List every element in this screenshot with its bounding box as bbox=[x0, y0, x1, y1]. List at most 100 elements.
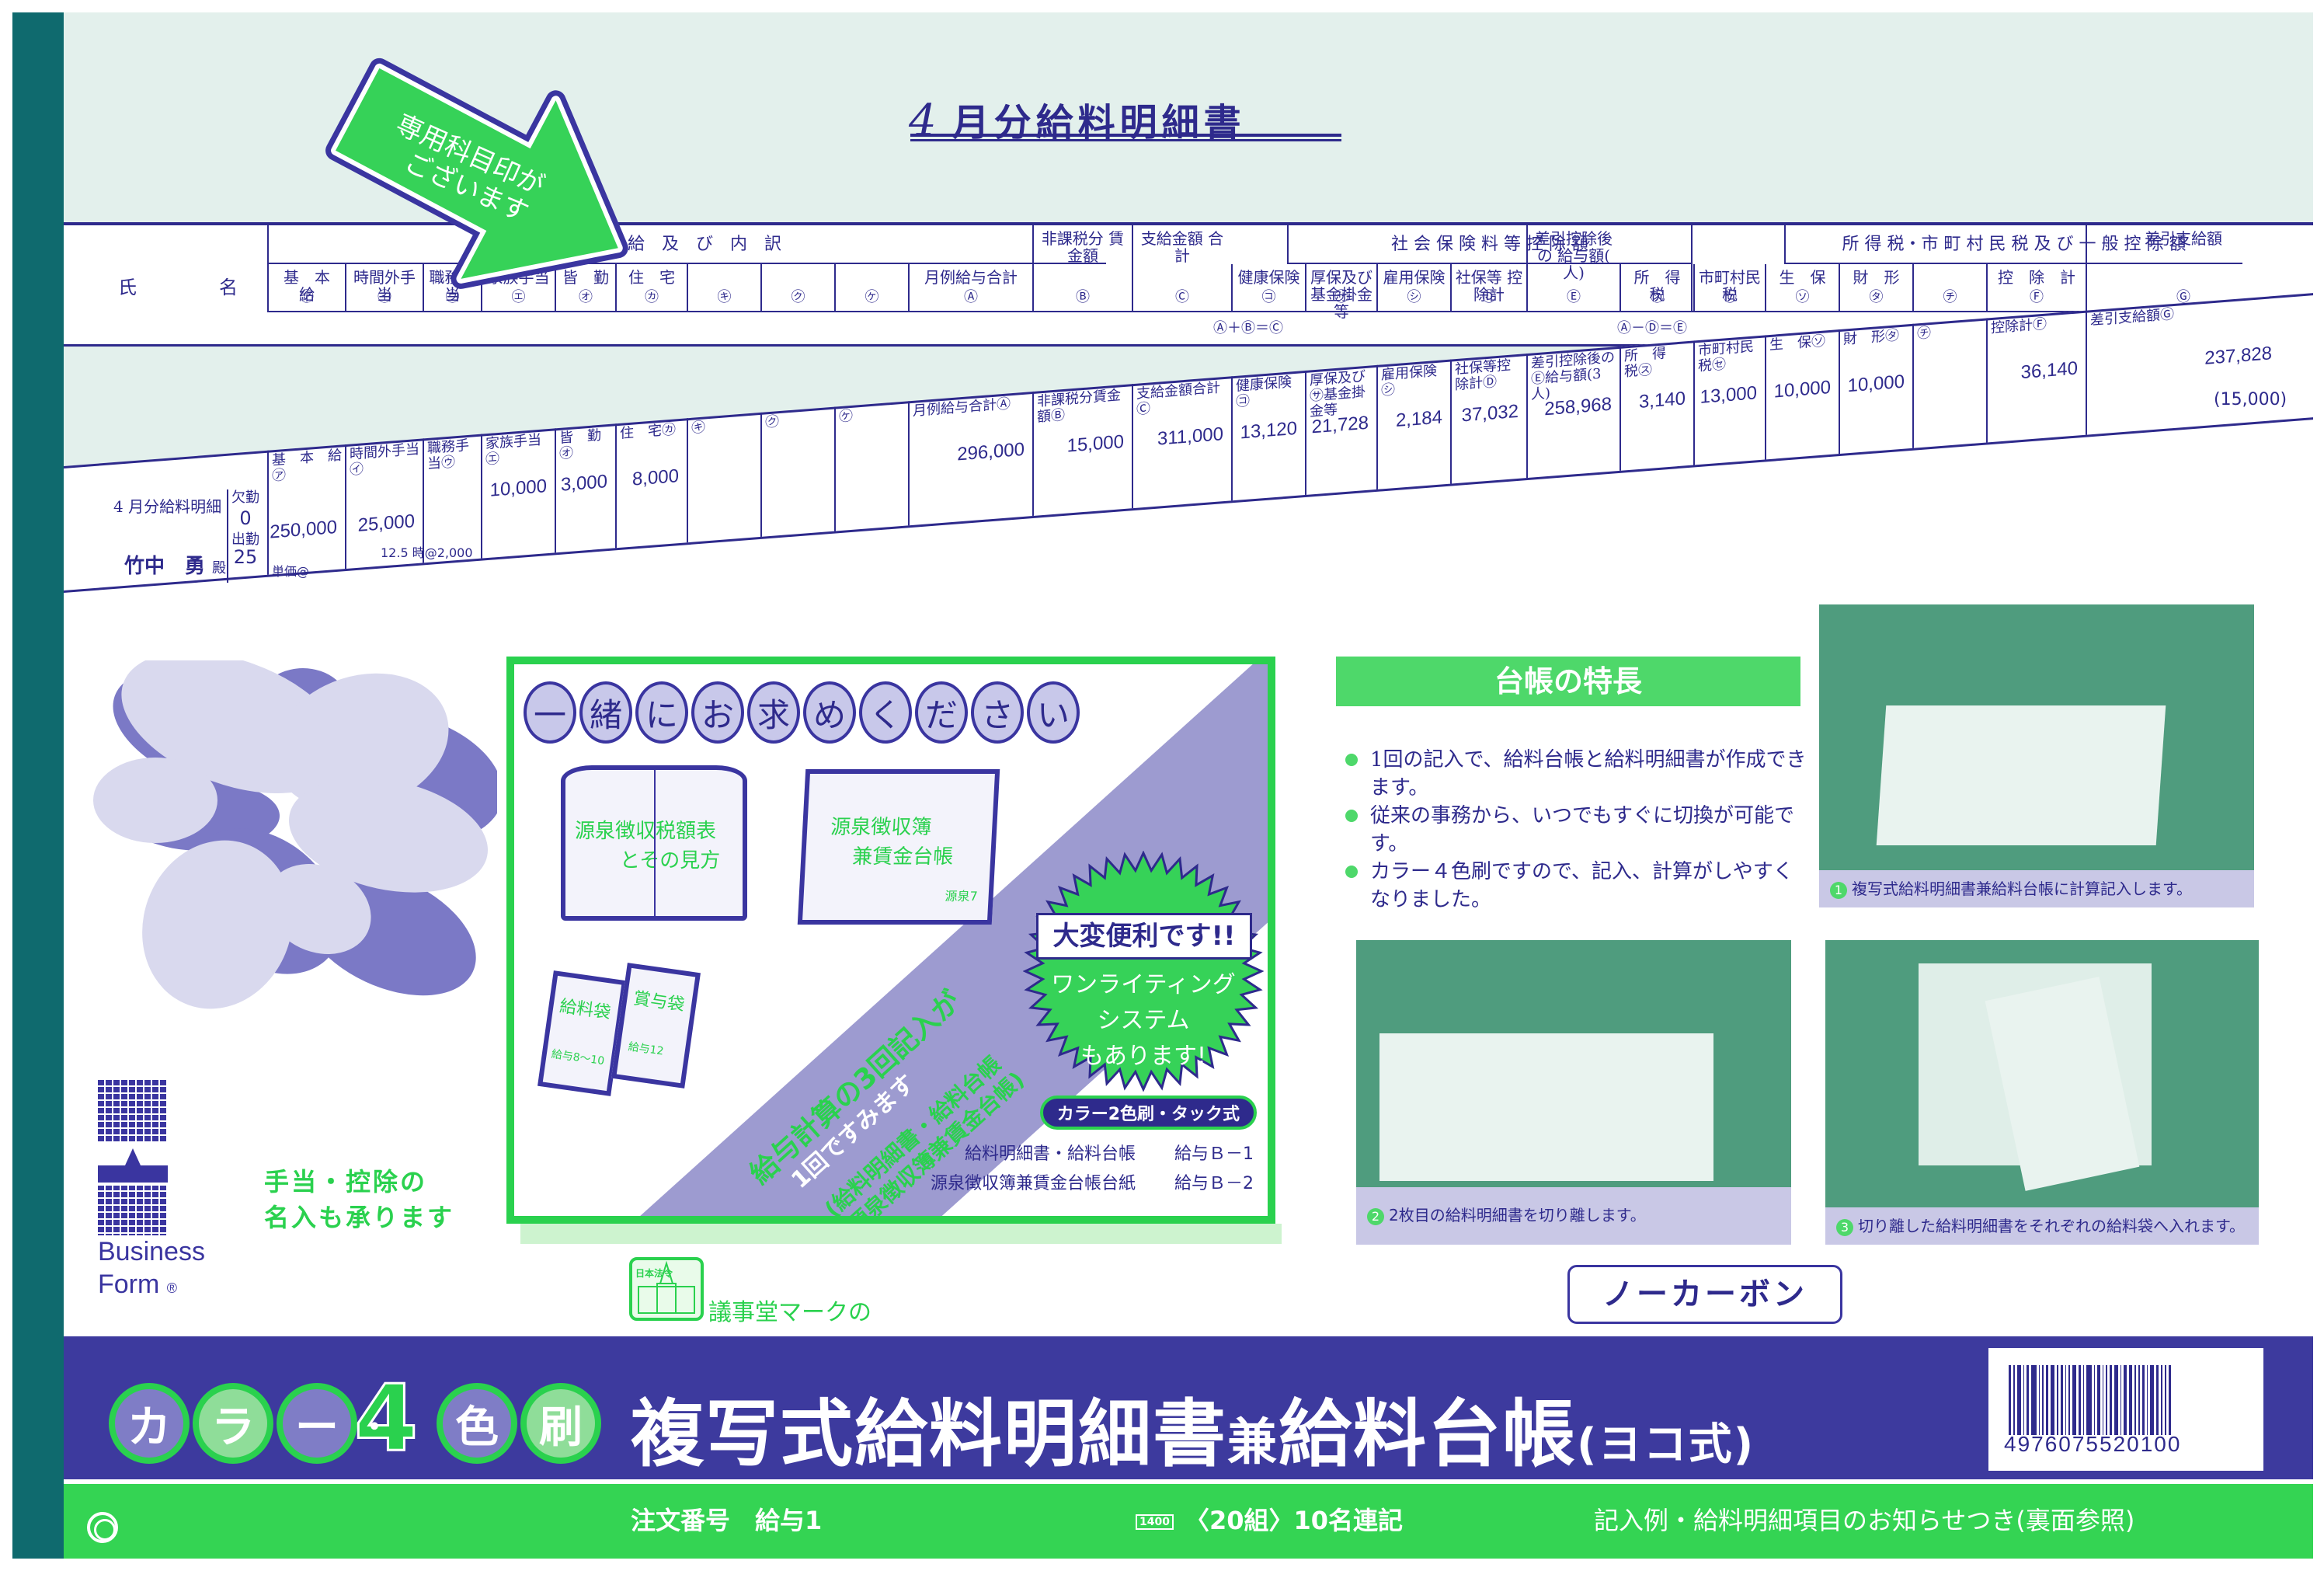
pill-char: カ bbox=[109, 1383, 190, 1464]
slip-title-text: 月分給料明細書 bbox=[952, 101, 1246, 145]
title-underline bbox=[910, 134, 1341, 141]
heading-bubble: く bbox=[859, 681, 912, 744]
pill-char: 色 bbox=[437, 1383, 517, 1464]
name-label: 氏 bbox=[118, 277, 137, 298]
brand-name: Business Form ® bbox=[98, 1237, 205, 1299]
header-column: ㋠ bbox=[1912, 264, 1986, 311]
pill-char: ラ bbox=[193, 1383, 273, 1464]
flower-decoration-icon bbox=[93, 660, 497, 1009]
business-form-logo-icon bbox=[98, 1080, 168, 1235]
tack-type-badge: カラー2色刷・タック式 bbox=[1039, 1096, 1257, 1130]
product-line: 源泉徴収簿兼賃金台帳台紙給与Ｂ－2 bbox=[930, 1174, 1254, 1193]
header-column: 基 本 給㋐ bbox=[267, 264, 346, 311]
sample-column: ㋘ bbox=[834, 401, 908, 531]
header-column: 差引控除後の 給与額( 人)Ⓔ bbox=[1526, 225, 1626, 311]
heading-bubble: め bbox=[803, 681, 856, 744]
diet-building-mark-icon bbox=[629, 1257, 704, 1321]
formula-c: Ⓐ＋Ⓑ＝Ⓒ bbox=[1213, 320, 1283, 336]
double-circle-icon bbox=[87, 1512, 118, 1543]
envelope-bonus: 賞与袋 給与12 bbox=[611, 963, 701, 1089]
product-title: 複写式給料明細書兼給料台帳(ヨコ式) bbox=[631, 1392, 1755, 1477]
header-column: ㋘ bbox=[834, 264, 908, 311]
header-column: 厚保及び 基金掛金等㋚ bbox=[1305, 264, 1376, 320]
header-column: 財 形㋟ bbox=[1839, 264, 1912, 311]
four-color-number: 4 bbox=[353, 1364, 419, 1472]
diet-stamp-text: 日本法令 bbox=[635, 1268, 673, 1279]
pill-char: ー bbox=[277, 1383, 357, 1464]
header-column: 健康保険㋙ bbox=[1231, 264, 1305, 311]
heading-bubble: さ bbox=[971, 681, 1024, 744]
back-note: 記入例・給料明細項目のお知らせつき(裏面参照) bbox=[1594, 1506, 2135, 1535]
heading-bubble: 求 bbox=[747, 681, 800, 744]
employee-name: 竹中 勇 殿 bbox=[124, 555, 227, 578]
heading-bubble: 一 bbox=[524, 681, 576, 744]
pill-char: 刷 bbox=[520, 1383, 601, 1464]
heading-bubble: お bbox=[691, 681, 744, 744]
title-dot: ・ bbox=[359, 1409, 390, 1445]
header-column: ㋖ bbox=[687, 264, 760, 311]
net-pay-note: (15,000) bbox=[2214, 390, 2287, 409]
header-column: ㋗ bbox=[760, 264, 834, 311]
heading-bubble: 緒 bbox=[579, 681, 632, 744]
barcode-bars-icon bbox=[2009, 1365, 2242, 1435]
title-band: カ ラ ー 4 ・ 色 刷 複写式給料明細書兼給料台帳(ヨコ式) bbox=[64, 1336, 2313, 1479]
starburst-icon bbox=[1023, 851, 1264, 1092]
order-band: 注文番号 給与1 1400〈20組〉10名連記 記入例・給料明細項目のお知らせつ… bbox=[64, 1484, 2313, 1559]
binding-spine bbox=[12, 12, 64, 1559]
header-column: 市町村民税㋝ bbox=[1693, 264, 1765, 311]
burst-text: ワンライティング システム もあります! bbox=[1051, 971, 1236, 1070]
feature-item: 1回の記入で、給料台帳と給料明細書が作成できます。 bbox=[1342, 746, 1808, 802]
promo-shadow bbox=[520, 1224, 1282, 1244]
header-column: 皆 勤㋔ bbox=[555, 264, 615, 311]
header-column: 住 宅㋕ bbox=[615, 264, 687, 311]
order-number: 注文番号 給与1 bbox=[631, 1506, 823, 1535]
product-line: 給料明細書・給料台帳給与Ｂ－1 bbox=[964, 1144, 1254, 1164]
attendance-cell: 欠勤 0 出勤 25 bbox=[227, 489, 263, 583]
name-header-cell: 氏 名 bbox=[64, 225, 267, 344]
sample-column: 差引控除後のⒺ給与額(3人)258,968 bbox=[1526, 346, 1619, 479]
sample-heading: 4 月分給料明細 bbox=[113, 497, 222, 516]
divider bbox=[1691, 225, 1693, 311]
diet-mark-label: 議事堂マークの bbox=[708, 1299, 872, 1326]
heading-bubbles: 一緒にお求めください bbox=[524, 681, 1080, 744]
book-tax-table: 源泉徴収税額表 とその見方 bbox=[561, 765, 747, 921]
feature-item: 従来の事務から、いつでもすぐに切換が可能です。 bbox=[1342, 802, 1808, 858]
group-tax-header: 所 得 税・市 町 村 民 税 及 び 一 般 控 除 額 bbox=[1784, 225, 2242, 264]
features-list: 1回の記入で、給料台帳と給料明細書が作成できます。 従来の事務から、いつでもすぐ… bbox=[1342, 746, 1808, 914]
name-label: 名 bbox=[219, 277, 238, 298]
burst-title: 大変便利です!! bbox=[1036, 913, 1252, 960]
header-column: 所 得 税㋜ bbox=[1619, 264, 1696, 311]
book-withholding-ledger: 源泉徴収簿 兼賃金台帳 源泉7 bbox=[797, 769, 1000, 925]
unit-price-label: 単価@ bbox=[272, 564, 310, 579]
